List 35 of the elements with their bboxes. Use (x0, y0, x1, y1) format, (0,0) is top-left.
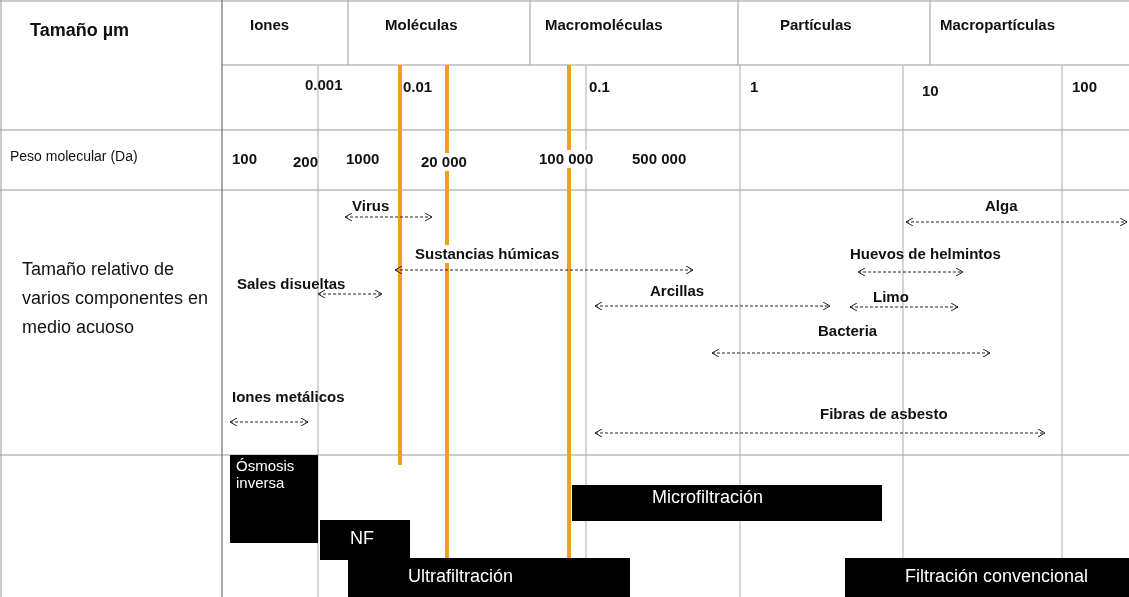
component-label: Huevos de helmintos (850, 245, 1001, 263)
process-bar: Ultrafiltración (348, 558, 630, 597)
process-bar: NF (320, 520, 410, 560)
column-header: Macromoléculas (545, 16, 663, 34)
scale-value: 10 (922, 82, 939, 100)
row-header: Peso molecular (Da) (10, 148, 138, 165)
process-bar: Ósmosis inversa (230, 455, 318, 543)
component-label: Sales disueltas (237, 275, 346, 293)
component-label: Alga (985, 197, 1018, 215)
process-bar: Filtración convencional (845, 558, 1129, 597)
component-label: Limo (873, 288, 909, 306)
scale-value: 100 (232, 150, 258, 168)
scale-value: 1000 (346, 150, 380, 168)
scale-value: 1 (750, 78, 759, 96)
scale-value: 100 000 (539, 150, 594, 168)
row-header: Tamaño µm (30, 20, 130, 42)
column-header: Macropartículas (940, 16, 1056, 34)
scale-value: 0.001 (305, 76, 343, 94)
row-header: Tamaño relativo de varios componentes en medio acuoso (22, 258, 210, 339)
column-header: Iones (250, 16, 290, 34)
component-label: Virus (352, 197, 390, 215)
component-label: Fibras de asbesto (820, 405, 948, 423)
scale-value: 0.1 (589, 78, 610, 96)
component-label: Arcillas (650, 282, 705, 300)
scale-value: 200 (293, 153, 319, 171)
column-header: Partículas (780, 16, 852, 34)
scale-value: 500 000 (632, 150, 687, 168)
scale-value: 0.01 (403, 78, 433, 96)
component-label: Iones metálicos (232, 388, 345, 406)
component-label: Sustancias húmicas (415, 245, 560, 263)
column-header: Moléculas (385, 16, 458, 34)
scale-value: 20 000 (421, 153, 467, 171)
process-bar: Microfiltración (572, 485, 882, 521)
component-label: Bacteria (818, 322, 878, 340)
scale-value: 100 (1072, 78, 1098, 96)
